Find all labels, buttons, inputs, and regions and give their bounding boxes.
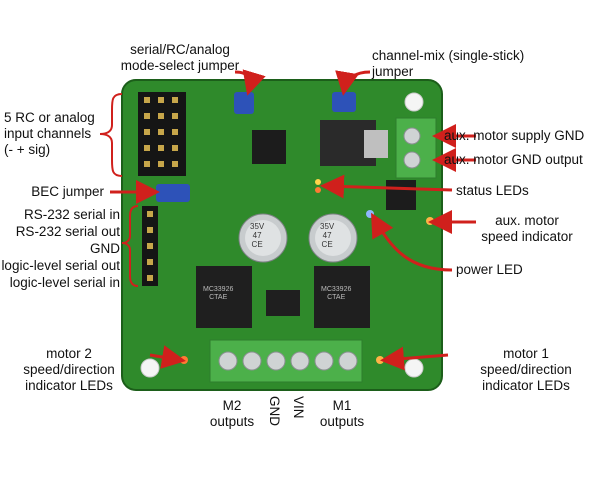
- rc-inputs-brace: [99, 93, 123, 177]
- arrow-power: [371, 212, 453, 272]
- label-rs232-out: RS-232 serial out: [15, 224, 120, 239]
- motor-driver-right: [314, 266, 370, 328]
- capacitor-right-text: 35V 47 CE: [320, 222, 335, 249]
- status-led: [315, 179, 321, 185]
- label-mode-select: serial/RC/analog mode-select jumper: [120, 42, 240, 73]
- aux-speed-led: [426, 217, 434, 225]
- arrow-status: [320, 174, 453, 199]
- capacitor-left: [238, 213, 288, 263]
- label-aux-gnd-output: aux. motor GND output: [444, 152, 583, 167]
- mount-hole: [404, 92, 424, 112]
- motor1-led: [376, 356, 384, 364]
- center-chip: [266, 290, 300, 316]
- motor-terminal-block: [209, 339, 363, 383]
- capacitor-right: [308, 213, 358, 263]
- label-rs232-in: RS-232 serial in: [23, 207, 120, 222]
- capacitor-left-text: 35V 47 CE: [250, 222, 265, 249]
- rc-input-header: [138, 92, 186, 176]
- power-led: [366, 210, 374, 218]
- label-logic-in: logic-level serial in: [9, 275, 120, 290]
- arrow-channel-mix: [335, 70, 371, 96]
- label-gnd-left: GND: [90, 241, 120, 256]
- channel-mix-jumper: [332, 92, 356, 112]
- mode-select-jumper: [234, 92, 254, 114]
- label-power-led: power LED: [456, 262, 523, 277]
- label-aux-speed: aux. motor speed indicator: [481, 213, 573, 244]
- label-vin: VIN: [291, 396, 306, 419]
- label-gnd-bottom: GND: [267, 396, 282, 426]
- serial-brace: [121, 205, 139, 287]
- driver-right-text: MC33926 CTAE: [321, 286, 352, 301]
- label-aux-supply-gnd: aux. motor supply GND: [444, 128, 585, 143]
- aux-terminal-block: [395, 117, 437, 179]
- label-m1-outputs: M1 outputs: [319, 398, 365, 429]
- driver-left-text: MC33926 CTAE: [203, 286, 234, 301]
- label-motor2-leds: motor 2 speed/direction indicator LEDs: [23, 346, 115, 393]
- label-rc-inputs: 5 RC or analog input channels (- + sig): [4, 110, 95, 157]
- microcontroller-chip: [252, 130, 286, 164]
- arrow-motor2: [149, 345, 186, 369]
- mount-hole: [140, 358, 160, 378]
- arrow-motor1: [380, 346, 449, 371]
- serial-header: [142, 206, 158, 286]
- label-motor1-leds: motor 1 speed/direction indicator LEDs: [480, 346, 572, 393]
- aux-driver-chip: [386, 180, 416, 210]
- motor-driver-left: [196, 266, 252, 328]
- label-bec-jumper: BEC jumper: [31, 184, 104, 199]
- motor2-led: [180, 356, 188, 364]
- label-logic-out: logic-level serial out: [1, 258, 120, 273]
- label-status-leds: status LEDs: [456, 183, 529, 198]
- bec-jumper: [156, 184, 190, 202]
- arrow-mode-select: [234, 69, 266, 96]
- regulator-tab: [364, 130, 388, 158]
- label-channel-mix: channel-mix (single-stick) jumper: [372, 48, 525, 79]
- status-led: [315, 187, 321, 193]
- mount-hole: [404, 358, 424, 378]
- label-m2-outputs: M2 outputs: [209, 398, 255, 429]
